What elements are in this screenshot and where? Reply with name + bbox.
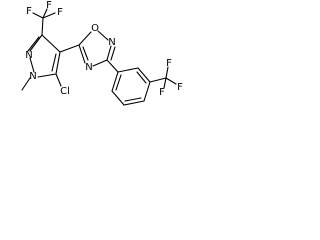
bond-cf3b-f-bottom: [163, 77, 167, 89]
bond-ph-2-3: [137, 67, 151, 83]
atom-n-pyrazole-2: N: [25, 50, 32, 61]
bond-cf3b-f-top: [165, 66, 169, 79]
atom-n-oxadiazole-2: N: [108, 37, 115, 48]
bond-cf3-ring: [41, 17, 44, 36]
bonds: [21, 8, 177, 106]
bond-ox-c3-n4: [92, 59, 108, 67]
bond-ph-1-2: [117, 67, 139, 73]
atom-f6: F: [159, 87, 165, 98]
bond-ph-6-1-double: [115, 74, 122, 91]
bond-cf3b-f-right: [165, 77, 177, 85]
bond-ox-n2-c3-double: [110, 46, 116, 61]
bond-pyr-c4-c3: [41, 34, 61, 53]
bond-ox-phenyl: [106, 59, 119, 73]
bond-ox-n4-c5-double: [82, 46, 89, 61]
atom-cl: Cl: [60, 86, 70, 97]
bond-ox-o1-n2: [97, 30, 109, 41]
bond-ph-cf3: [149, 77, 167, 83]
atom-f1: F: [46, 0, 52, 11]
bond-pyr-oxadiazole: [59, 44, 80, 53]
bond-ox-n4-c5: [78, 44, 86, 64]
bond-n-methyl: [21, 77, 31, 91]
bond-pyr-c5-c4: [55, 51, 61, 75]
bond-ph-2-3-double: [136, 71, 147, 84]
bond-ph-6-1: [111, 71, 119, 92]
chemical-structure-diagram: F F F N N Cl O N N F F F: [21, 0, 183, 106]
bond-ph-4-5-double: [124, 97, 142, 102]
atom-o-oxadiazole: O: [91, 23, 99, 34]
bond-pyr-n2-n1: [29, 57, 35, 73]
bond-c-cl: [55, 73, 62, 87]
bond-ox-c5-o1: [78, 31, 92, 46]
atom-f4: F: [166, 58, 172, 69]
atom-labels: F F F N N Cl O N N F F F: [25, 0, 183, 98]
bond-pyr-c3-n2: [29, 34, 43, 52]
bond-pyr-n1-c5: [37, 73, 57, 78]
bond-cf3-f-right: [42, 12, 56, 19]
bond-ph-5-6: [111, 90, 125, 106]
atom-n-oxadiazole-4: N: [85, 62, 92, 73]
bond-pyr-c3-n2-double: [27, 36, 40, 52]
bond-cf3-f-top: [42, 8, 48, 19]
bond-cf3-f-left: [32, 12, 44, 19]
bond-ox-n2-c3: [106, 45, 112, 61]
bond-pyr-c5-c4-double: [51, 53, 57, 72]
atom-f2: F: [26, 6, 32, 17]
atom-n-pyrazole-1: N: [29, 71, 36, 82]
bond-ph-3-4: [143, 81, 151, 102]
atom-f3: F: [57, 7, 63, 18]
atom-f5: F: [177, 82, 183, 93]
bond-ph-4-5: [123, 100, 145, 106]
